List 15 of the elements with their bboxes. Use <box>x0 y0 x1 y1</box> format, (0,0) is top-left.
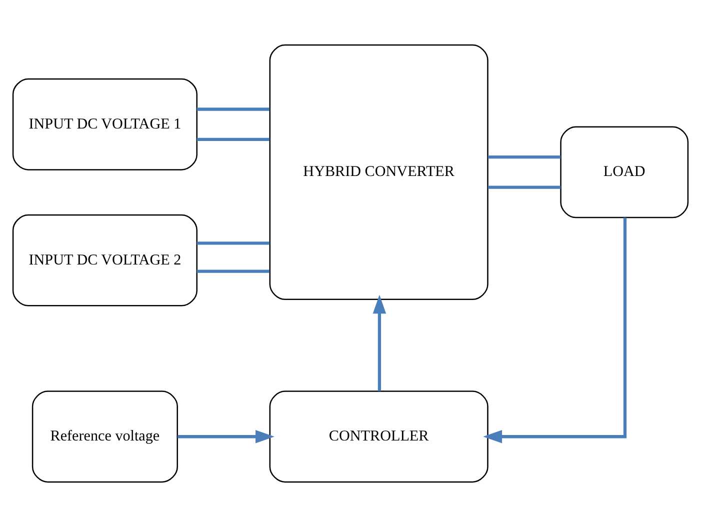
arrow <box>483 217 627 443</box>
node-box: INPUT DC VOLTAGE 1 <box>12 78 198 170</box>
connector <box>196 107 270 110</box>
connector <box>488 185 561 188</box>
arrow <box>178 430 274 443</box>
arrow <box>372 294 386 391</box>
node-box: Reference voltage <box>32 390 178 482</box>
node-box: INPUT DC VOLTAGE 2 <box>12 214 198 306</box>
node-box: LOAD <box>560 126 689 218</box>
connector <box>196 137 270 141</box>
node-box: HYBRID CONVERTER <box>269 44 488 300</box>
connector <box>196 269 270 272</box>
node-box: CONTROLLER <box>269 390 488 482</box>
connector <box>196 241 270 244</box>
connector <box>488 155 561 158</box>
